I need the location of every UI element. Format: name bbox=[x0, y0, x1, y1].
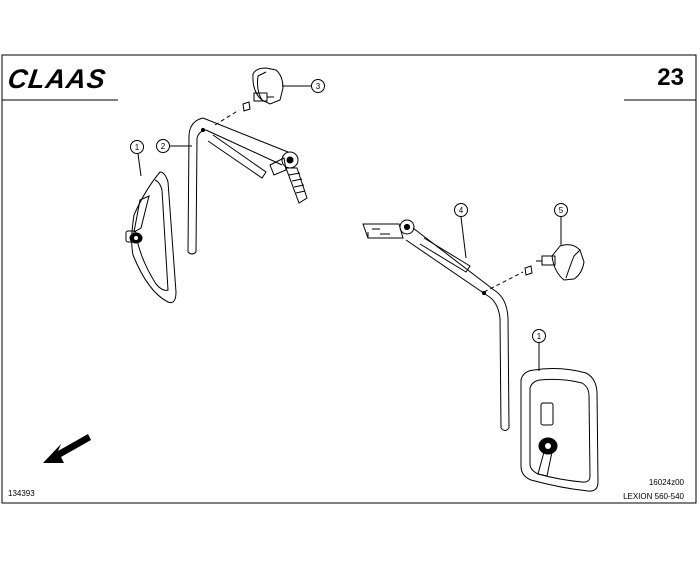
callout-label-1-right: 1 bbox=[537, 332, 542, 341]
machine-model: LEXION 560-540 bbox=[623, 492, 684, 501]
callout-label-1-left: 1 bbox=[135, 143, 140, 152]
right-mirror-arm bbox=[362, 219, 510, 431]
left-mirror bbox=[125, 171, 177, 303]
callout-label-4: 4 bbox=[459, 206, 464, 215]
callout-label-3: 3 bbox=[316, 82, 321, 91]
figure-id: 16024z00 bbox=[648, 478, 684, 487]
page-number: 23 bbox=[657, 64, 684, 91]
callout-circle-1-right bbox=[532, 329, 546, 343]
callout-circle-3 bbox=[311, 79, 325, 93]
callout-circle-2 bbox=[156, 139, 170, 153]
right-lamp bbox=[483, 244, 585, 293]
claas-logo: CLAAS bbox=[5, 64, 109, 94]
leader-4 bbox=[460, 216, 467, 259]
callout-circle-1-left bbox=[130, 140, 144, 154]
leader-1-left bbox=[137, 153, 142, 177]
right-mirror bbox=[520, 368, 599, 492]
callout-circle-4 bbox=[454, 203, 468, 217]
callout-circle-5 bbox=[554, 203, 568, 217]
page-frame bbox=[1, 54, 697, 504]
callout-label-2: 2 bbox=[161, 142, 166, 151]
document-id: 134393 bbox=[8, 489, 35, 498]
left-mirror-arm bbox=[187, 117, 308, 255]
callout-label-5: 5 bbox=[559, 206, 564, 215]
left-lamp bbox=[214, 67, 284, 126]
direction-arrow bbox=[43, 434, 91, 463]
